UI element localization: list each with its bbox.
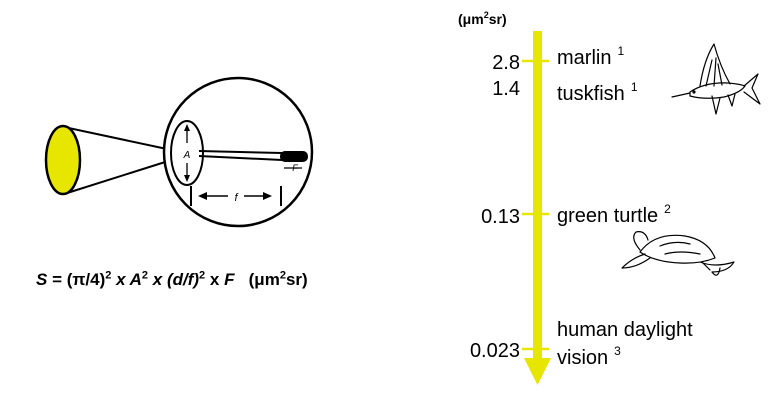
scale-ticks [522,59,549,351]
marlin-icon [671,43,761,115]
focal-label: f [234,192,238,204]
aperture-label: A [183,150,191,161]
lens-aperture [170,120,204,186]
formula-x1: x [111,270,130,289]
aperture-arrow [184,124,190,182]
value-tuskfish: 1.4 [492,78,520,100]
value-marlin: 2.8 [492,52,520,74]
value-green-turtle: 0.13 [481,206,520,228]
value-human: 0.023 [470,340,520,362]
formula-units-close: sr) [285,270,308,289]
formula-f: F [224,270,235,289]
formula-x3: x [205,270,225,289]
eye-diagram: A F f [44,76,314,228]
label-human-line1: human daylight [557,319,693,341]
sensitivity-formula: S = (π/4)2 x A2 x (d/f)2 x F (μm2sr) [36,270,308,290]
detector-label: F [292,163,298,173]
formula-sq3: 2 [199,269,206,282]
photoreceptor [280,151,308,162]
formula-eq: = (π/4) [47,270,106,289]
formula-sq2: 2 [141,269,149,282]
scale-arrowhead [524,358,551,385]
formula-s: S [36,270,48,289]
focal-length-dimension [190,186,282,206]
scale-unit: (μm2sr) [458,10,507,27]
formula-x2: x [148,270,167,289]
light-cone [63,126,182,195]
formula-ratio: (d/f) [166,270,200,289]
formula-a: A [129,270,142,289]
light-source [44,124,82,196]
focal-ray [198,150,283,161]
formula-sq1: 2 [105,269,112,282]
sea-turtle-icon [621,231,735,276]
scale-axis [533,31,542,362]
formula-units-open: (μm [234,270,280,289]
formula-units-sq: 2 [279,269,286,282]
